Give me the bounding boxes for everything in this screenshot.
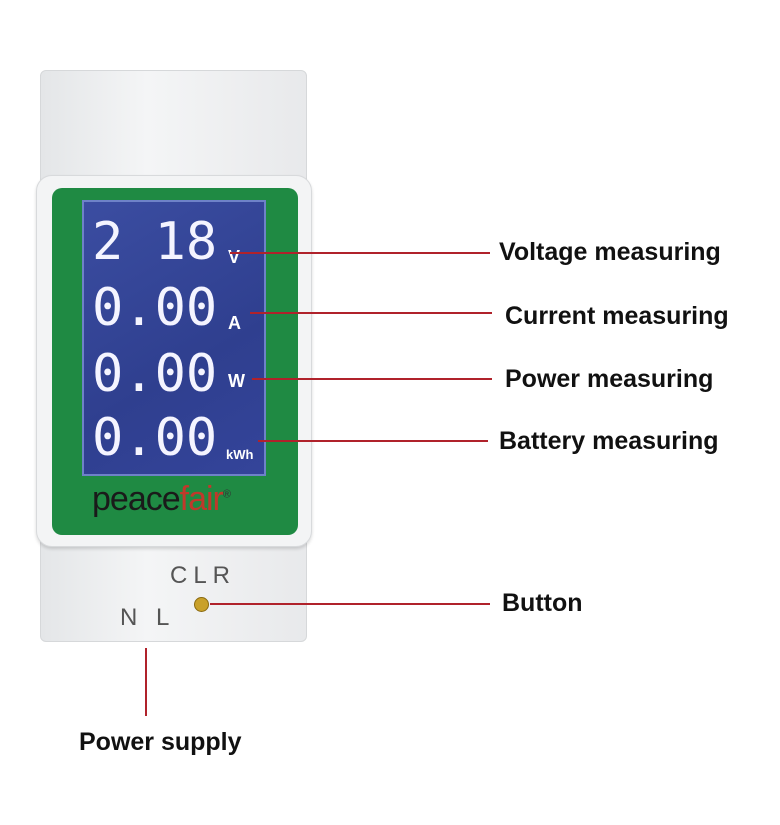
- voltage-label: Voltage measuring: [499, 238, 721, 266]
- brand-logo: peacefair®: [92, 480, 231, 518]
- current-callout-line: [250, 312, 492, 314]
- button-label: Button: [502, 589, 583, 617]
- clr-button[interactable]: [194, 597, 209, 612]
- battery-label: Battery measuring: [499, 427, 719, 455]
- power-label: Power measuring: [505, 365, 714, 393]
- power-callout-line: [252, 378, 492, 380]
- current-label: Current measuring: [505, 302, 729, 330]
- terminal-labels: N L: [120, 604, 176, 631]
- energy-unit: kWh: [226, 447, 254, 462]
- voltage-reading: 2 18: [92, 212, 218, 272]
- power-reading: 0.00: [92, 344, 218, 404]
- battery-callout-line: [258, 440, 488, 442]
- power-supply-callout-line: [145, 648, 147, 716]
- power-unit: W: [228, 371, 245, 391]
- button-callout-line: [210, 603, 490, 605]
- current-reading: 0.00: [92, 278, 218, 338]
- power-supply-label: Power supply: [79, 728, 242, 756]
- energy-reading: 0.00: [92, 408, 218, 468]
- lcd-screen: 2 18 V 0.00 A 0.00 W 0.00 kWh: [82, 200, 266, 476]
- voltage-callout-line: [230, 252, 490, 254]
- voltage-unit: V: [228, 247, 241, 267]
- clr-label: CLR: [170, 562, 237, 589]
- current-unit: A: [228, 313, 241, 333]
